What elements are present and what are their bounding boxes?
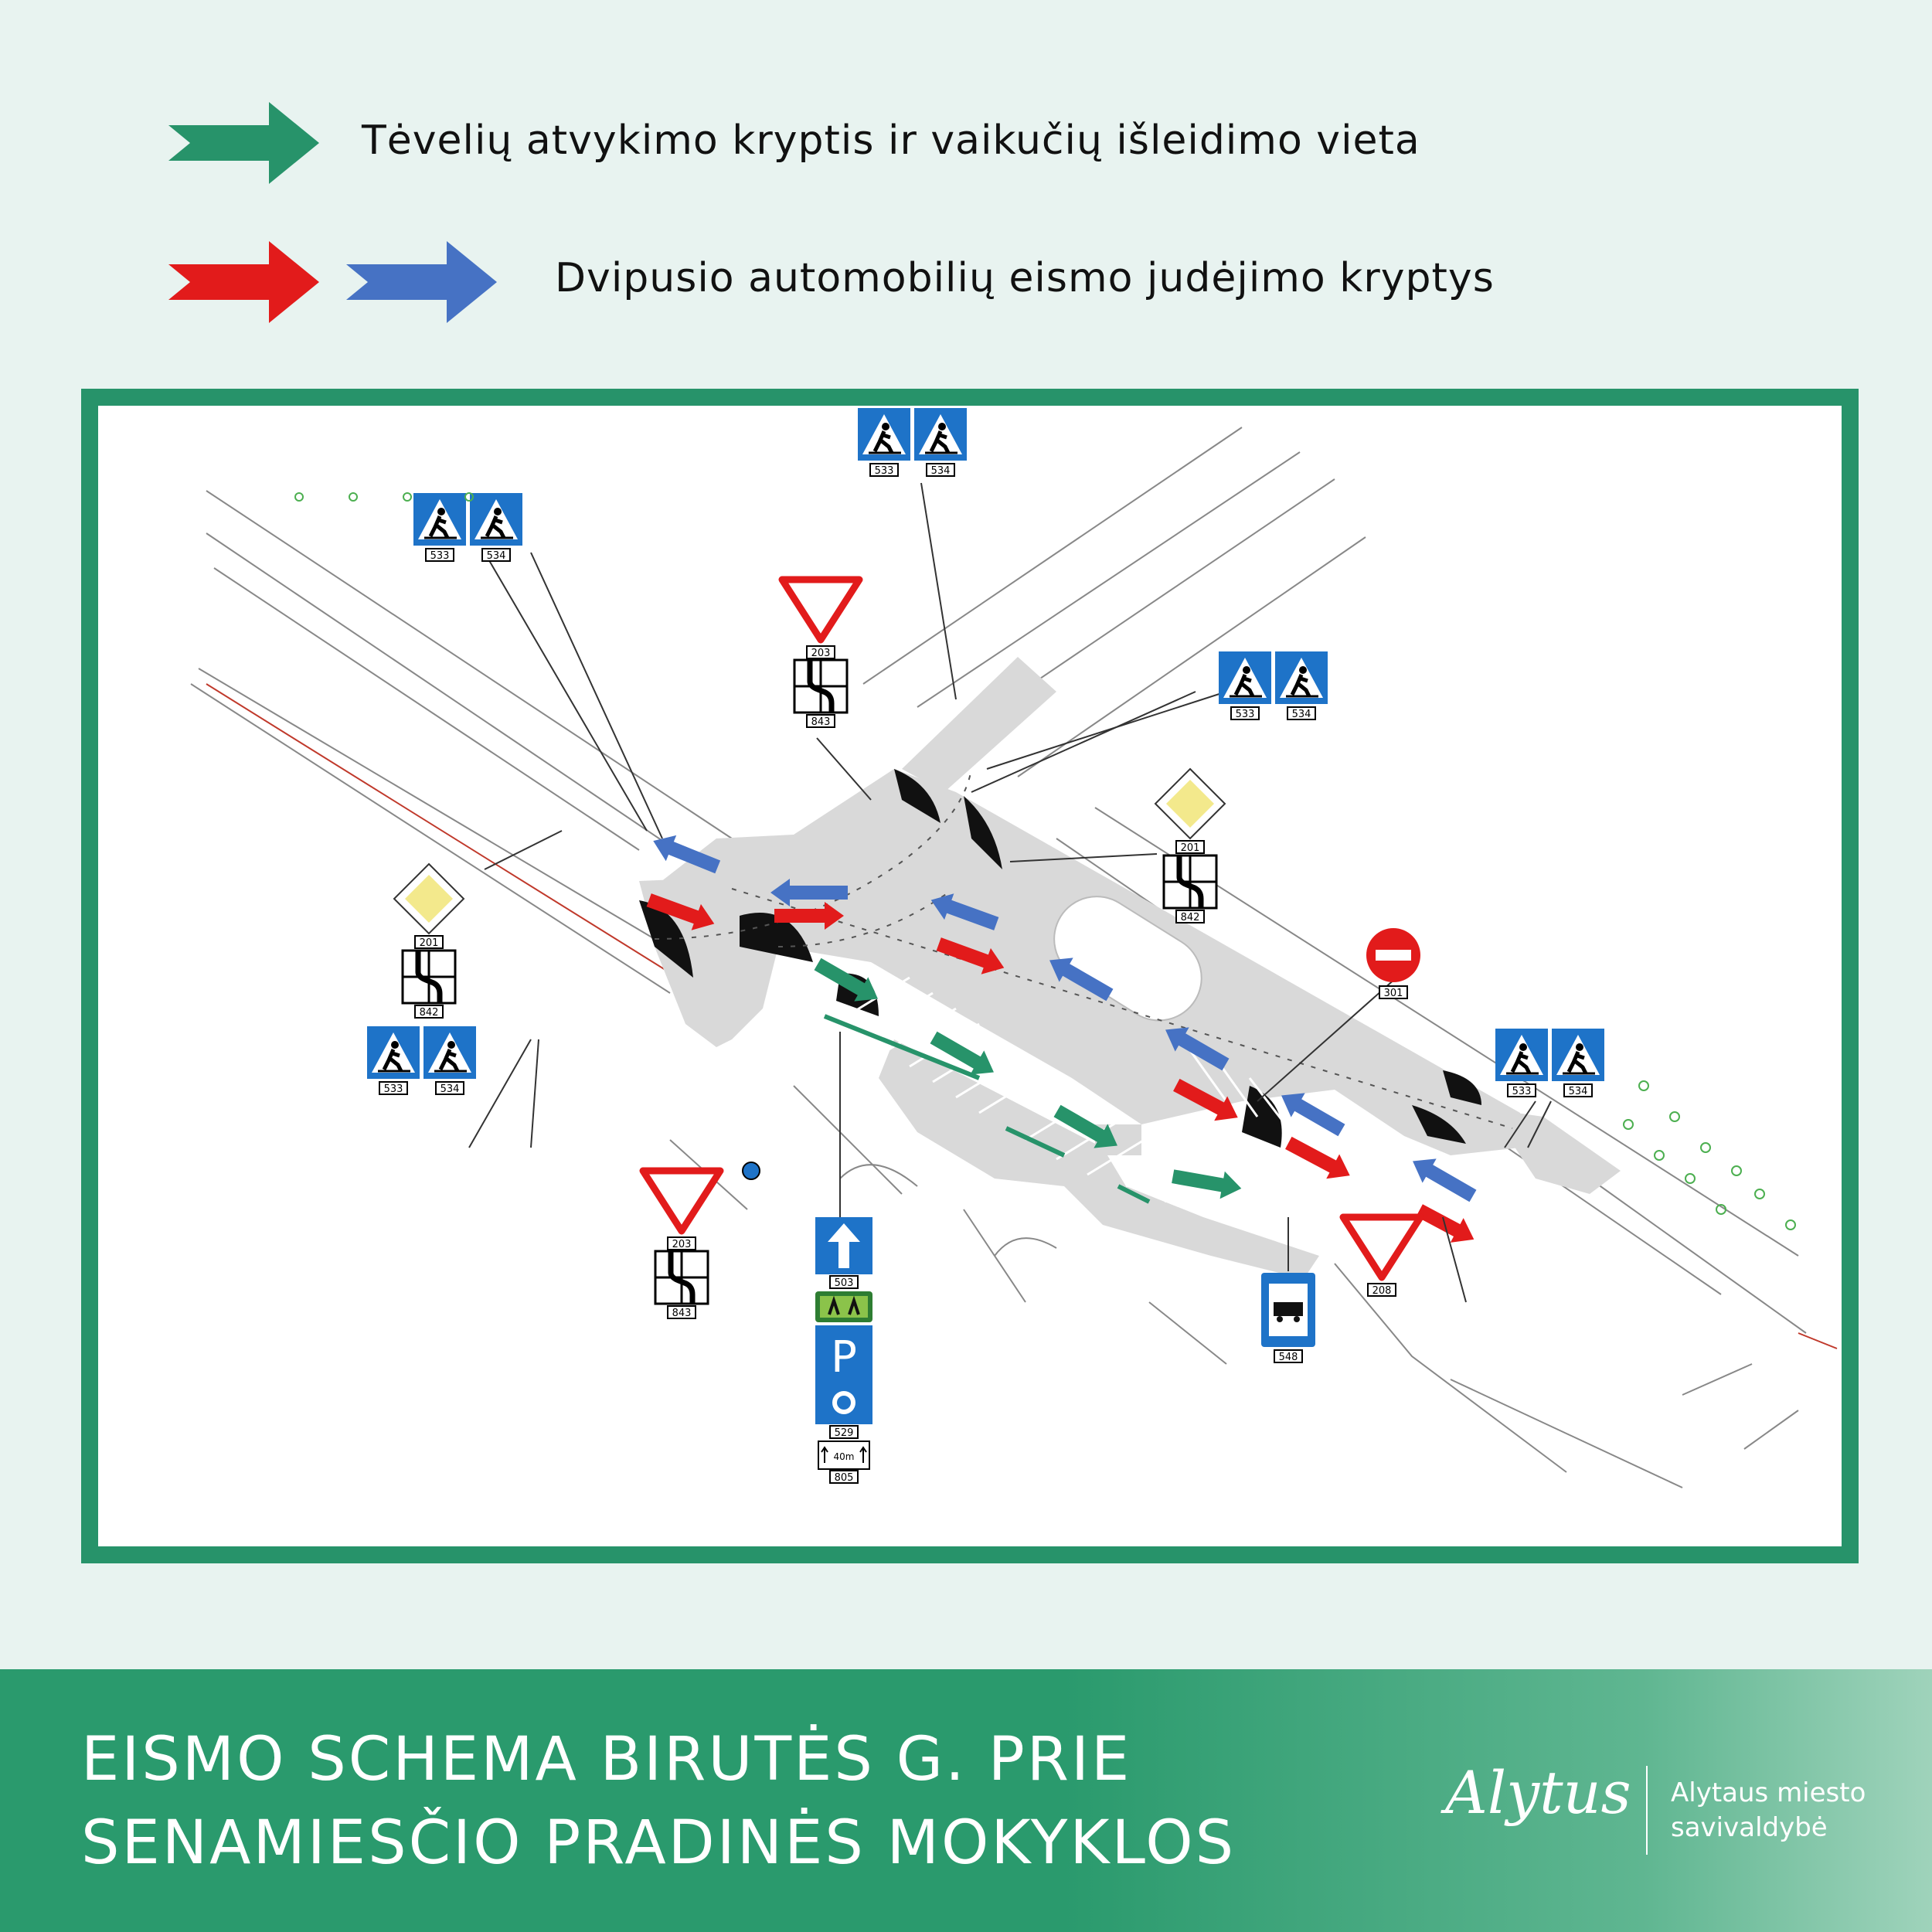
blue-arrow — [930, 893, 999, 930]
pedestrian-crossing-sign — [470, 493, 522, 546]
sign-code: 208 — [1372, 1285, 1392, 1297]
sign-code: 301 — [1384, 988, 1403, 999]
legend-blue-arrow — [346, 241, 497, 323]
sign-code: 534 — [487, 550, 506, 562]
logo-text-line1: Alytaus miesto — [1671, 1777, 1866, 1808]
red-arrow — [1416, 1204, 1475, 1243]
blue-arrow — [1281, 1093, 1345, 1137]
bus-stop-sign: 548 — [1261, 1273, 1315, 1363]
bus-stop-marker — [742, 1162, 760, 1180]
red-arrow — [1173, 1078, 1238, 1121]
pedestrian-crossing-sign — [1275, 651, 1328, 704]
legend-redblue-label: Dvipusio automobilių eismo judėjimo kryp… — [555, 255, 1495, 301]
red-arrow — [774, 902, 844, 930]
green-curb — [823, 1014, 981, 1080]
legend-green-label: Tėvelių atvykimo kryptis ir vaikučių išl… — [362, 117, 1420, 164]
sign-code: 843 — [811, 716, 831, 728]
map-frame: 533 534 533 534 533 534 533 534 533 534 — [81, 389, 1859, 1563]
road-surface — [639, 657, 1621, 1279]
green-arrow — [814, 957, 878, 1002]
sign-code: 203 — [811, 648, 831, 659]
red-arrow — [936, 937, 1005, 975]
sign-code: 805 — [835, 1472, 854, 1484]
blue-arrow — [1049, 957, 1114, 1002]
ped-crossing-signs-right: 533 534 — [1495, 1029, 1604, 1097]
green-arrow — [1172, 1169, 1242, 1199]
ped-crossing-signs-top-left: 533 534 — [413, 493, 522, 562]
pedestrian-crossing-sign — [858, 408, 910, 461]
sign-code: 529 — [835, 1427, 854, 1439]
priority-sign-left: 201 842 — [393, 863, 464, 1019]
ped-crossing-signs-top-right: 533 534 — [1219, 651, 1328, 720]
pedestrian-crossing-sign — [413, 493, 466, 546]
yield-sign-bottom-left: 203 843 — [643, 1171, 720, 1319]
sign-code: 534 — [931, 465, 951, 477]
pedestrian-crossing-sign — [1495, 1029, 1548, 1081]
sign-code: 533 — [875, 465, 894, 477]
traffic-scheme-map: 533 534 533 534 533 534 533 534 533 534 — [190, 406, 1838, 1488]
green-curb-3 — [1117, 1184, 1151, 1204]
page-title-line2: SENAMIESČIO PRADINĖS MOKYKLOS — [81, 1808, 1236, 1878]
pedestrian-crossing-sign — [914, 408, 967, 461]
sign-code: 548 — [1279, 1352, 1298, 1363]
sign-code: 533 — [1236, 709, 1255, 720]
green-arrow — [930, 1031, 994, 1075]
red-arrow — [1285, 1136, 1350, 1179]
sign-code: 534 — [440, 1083, 460, 1095]
map-red-lines — [206, 683, 1838, 1349]
ped-crossing-signs-top-center: 533 534 — [858, 408, 967, 477]
green-arrow — [1053, 1104, 1117, 1148]
sign-code: 533 — [1512, 1086, 1532, 1097]
alytus-logo: Alytus — [1445, 1758, 1631, 1827]
green-curb-2 — [1005, 1126, 1066, 1158]
pedestrian-crossing-sign — [1552, 1029, 1604, 1081]
sign-code: 842 — [420, 1007, 439, 1019]
legend-green-arrow — [168, 102, 319, 184]
pedestrian-crossing-sign — [367, 1026, 420, 1079]
traffic-arrows — [646, 835, 1477, 1243]
sign-code: 533 — [430, 550, 450, 562]
footer-banner — [0, 1669, 1932, 1932]
red-arrow — [646, 893, 715, 930]
sign-code: 533 — [384, 1083, 403, 1095]
pedestrian-crossing-sign — [423, 1026, 476, 1079]
pedestrian-crossing-sign — [1219, 651, 1271, 704]
distance-text: 40m — [834, 1451, 855, 1462]
sign-code: 842 — [1181, 912, 1200, 923]
sign-code: 534 — [1292, 709, 1311, 720]
yield-sign-bottom-right: 208 — [1343, 1217, 1420, 1297]
sign-code: 201 — [1181, 842, 1200, 854]
lane-markings — [654, 768, 1513, 1129]
sign-code: 534 — [1569, 1086, 1588, 1097]
priority-sign-right: 201 842 — [1155, 768, 1226, 923]
yield-sign-top: 203 843 — [782, 580, 859, 728]
page-title-line1: EISMO SCHEMA BIRUTĖS G. PRIE — [81, 1725, 1132, 1794]
map-trees — [294, 492, 1796, 1230]
logo-text-line2: savivaldybė — [1671, 1812, 1828, 1843]
parking-letter: P — [831, 1332, 857, 1383]
blue-arrow — [1413, 1158, 1477, 1202]
one-way-parking-sign-stack: 503 P 529 40m 805 — [815, 1217, 872, 1484]
logo-divider — [1646, 1766, 1648, 1855]
blue-arrow — [1165, 1027, 1230, 1071]
no-entry-sign: 301 — [1366, 928, 1420, 999]
blue-arrow — [653, 835, 721, 874]
sign-code: 203 — [672, 1239, 692, 1250]
sign-code: 843 — [672, 1308, 692, 1319]
ped-crossing-signs-left: 533 534 — [367, 1026, 476, 1095]
legend-red-arrow — [168, 241, 319, 323]
sign-code: 201 — [420, 937, 439, 949]
blue-arrow — [770, 879, 848, 906]
sign-code: 503 — [835, 1277, 854, 1289]
